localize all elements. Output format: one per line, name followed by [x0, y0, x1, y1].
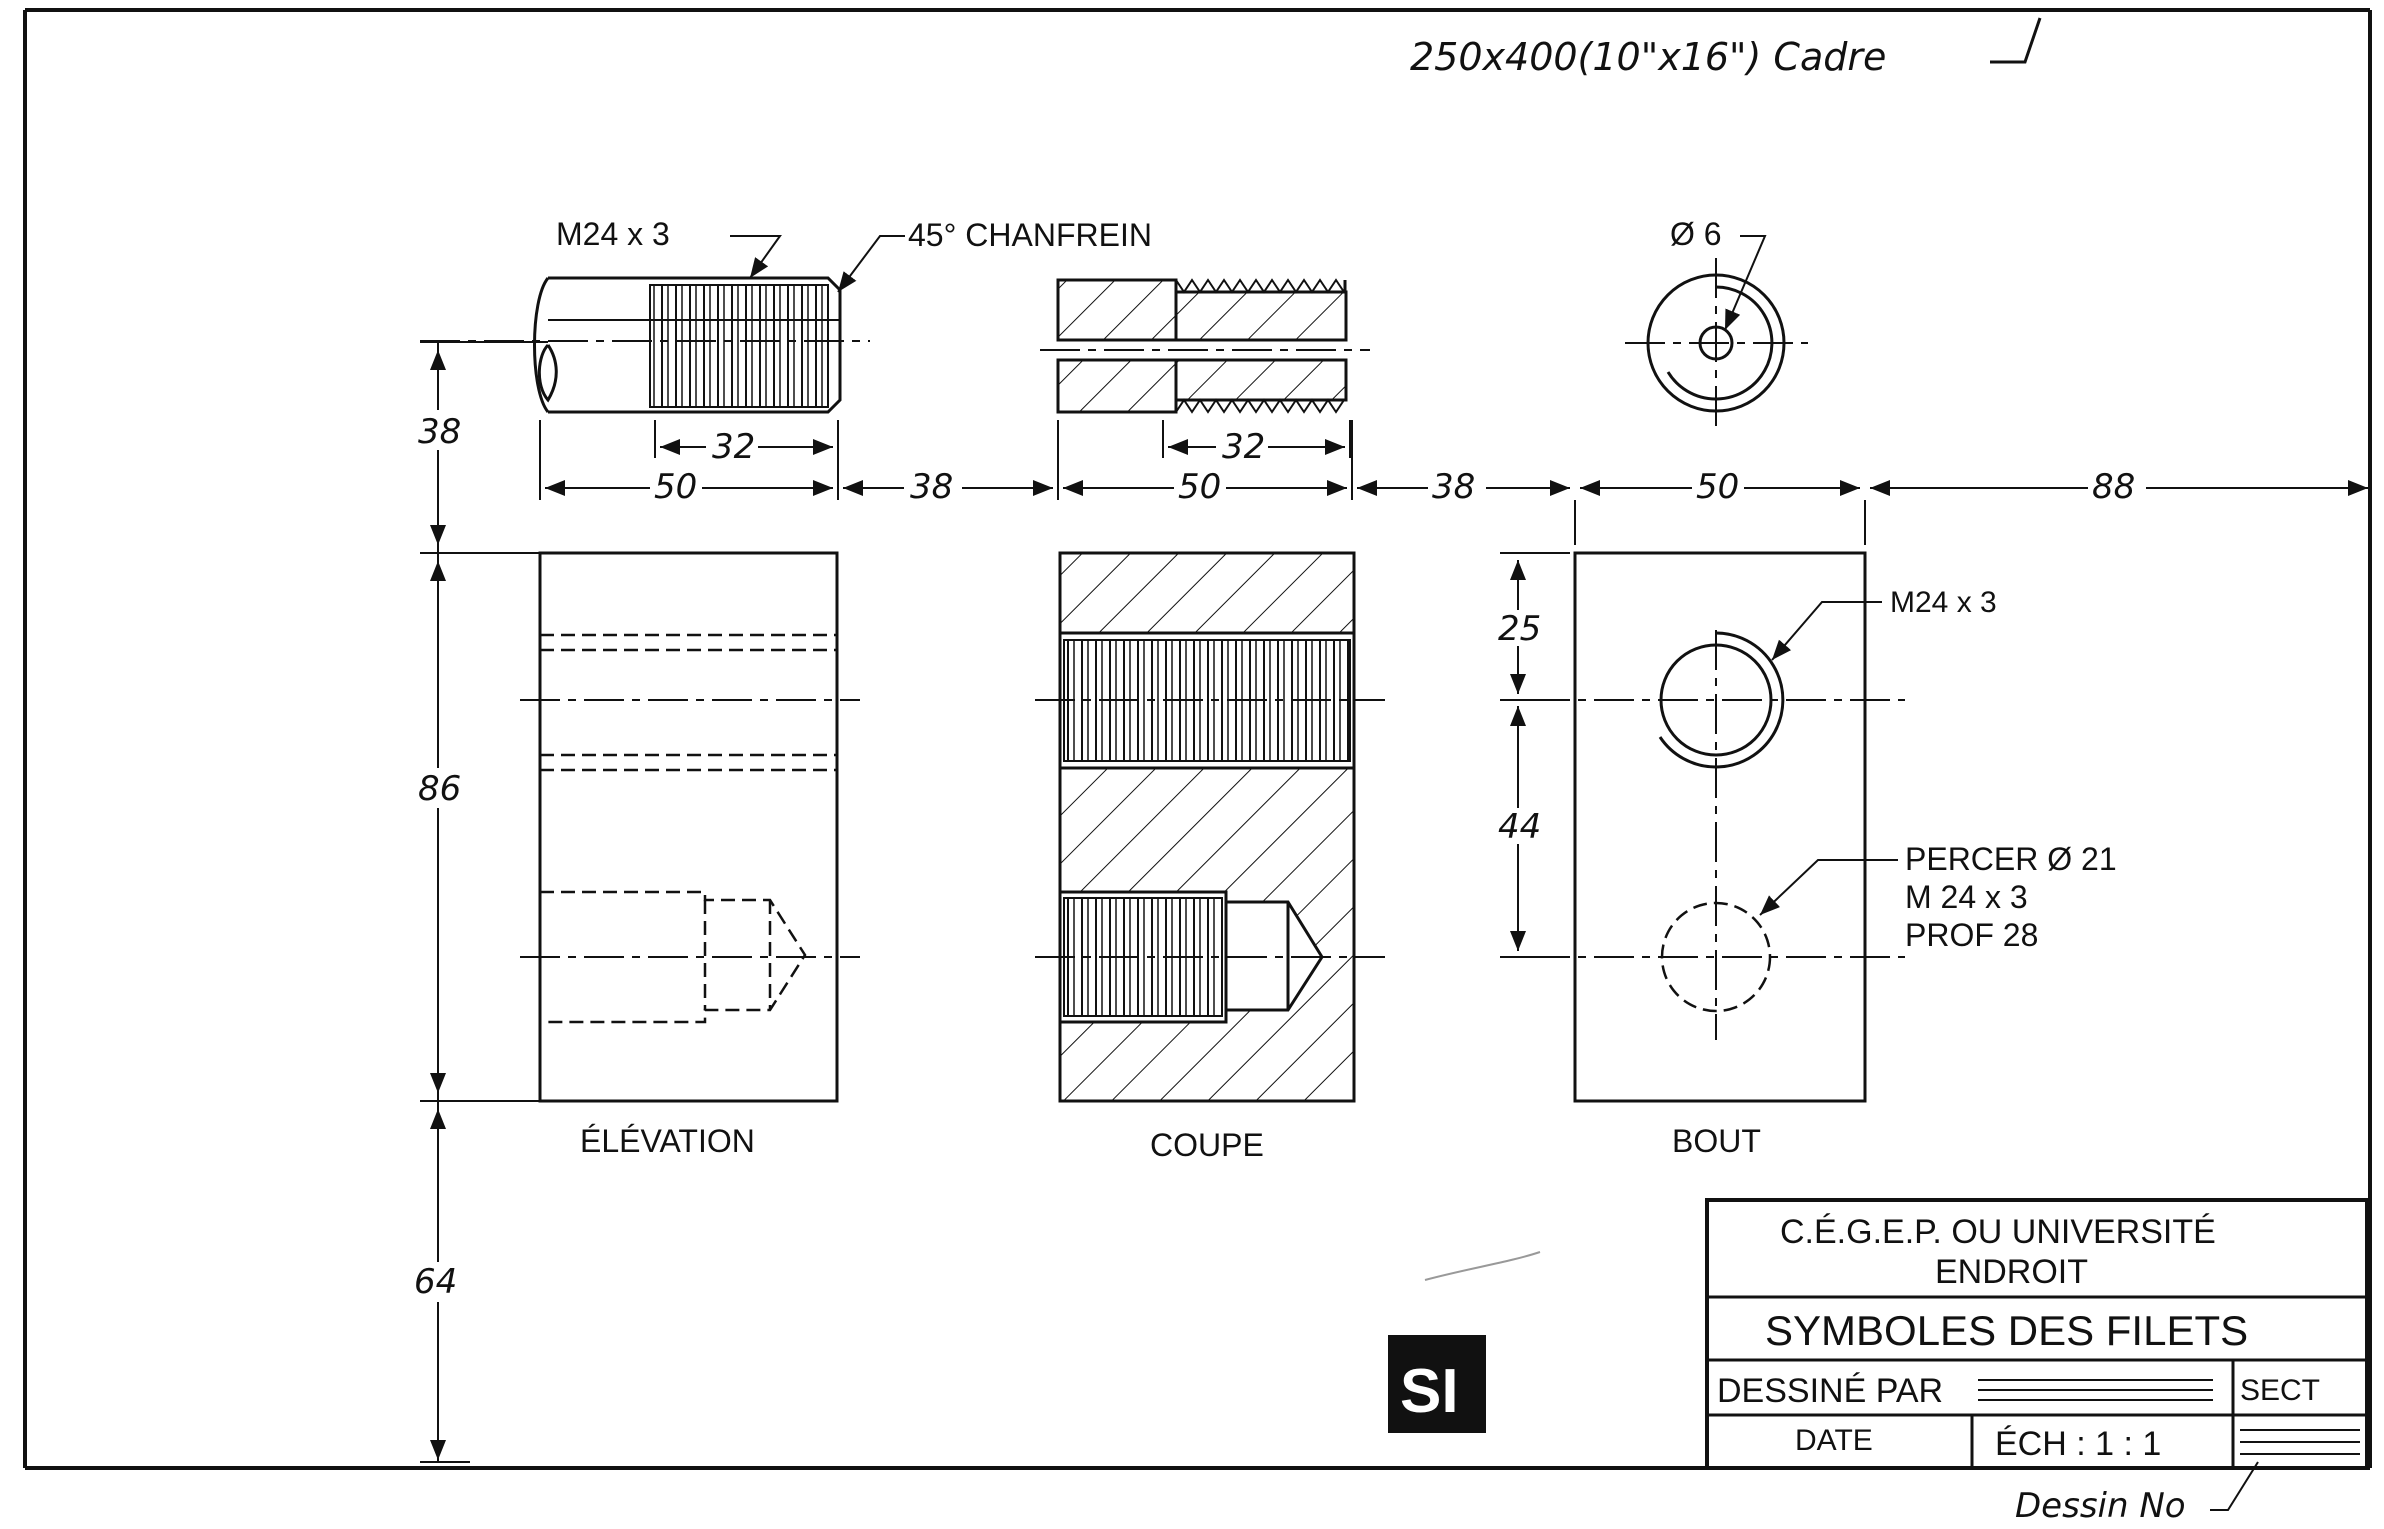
svg-text:32: 32 — [1222, 427, 1265, 467]
svg-text:38: 38 — [418, 412, 461, 452]
svg-text:Dessin No: Dessin No — [2015, 1486, 2186, 1526]
dimension-lines — [420, 341, 2368, 1463]
svg-text:SECT: SECT — [2240, 1374, 2320, 1407]
svg-text:M 24 x 3: M 24 x 3 — [1905, 879, 2028, 915]
end-view: BOUT — [1530, 551, 1905, 1159]
svg-text:DATE: DATE — [1795, 1424, 1873, 1457]
elevation-view: ÉLÉVATION — [520, 551, 860, 1159]
svg-text:C.É.G.E.P. OU UNIVERSITÉ: C.É.G.E.P. OU UNIVERSITÉ — [1780, 1213, 2216, 1251]
svg-text:SI: SI — [1400, 1357, 1459, 1426]
top-end-view — [1625, 258, 1808, 428]
svg-text:50: 50 — [1696, 467, 1739, 507]
svg-text:PROF 28: PROF 28 — [1905, 917, 2038, 953]
svg-text:38: 38 — [910, 467, 953, 507]
dimension-values: 38 86 64 32 32 50 38 50 38 50 88 25 44 — [412, 410, 2146, 1302]
svg-text:SYMBOLES DES FILETS: SYMBOLES DES FILETS — [1765, 1307, 2248, 1354]
callout-thread-end: M24 x 3 — [1771, 586, 1997, 661]
svg-text:COUPE: COUPE — [1150, 1127, 1264, 1163]
svg-text:250x400(10"x16") Cadre: 250x400(10"x16") Cadre — [1410, 35, 1886, 79]
svg-text:25: 25 — [1498, 609, 1541, 649]
stray-mark — [1424, 1251, 1541, 1281]
svg-text:M24 x 3: M24 x 3 — [556, 216, 670, 252]
svg-text:DESSINÉ PAR: DESSINÉ PAR — [1717, 1372, 1943, 1410]
svg-text:88: 88 — [2092, 467, 2135, 507]
callout-diameter: Ø 6 — [1670, 216, 1767, 331]
svg-text:38: 38 — [1432, 467, 1475, 507]
svg-text:64: 64 — [414, 1262, 457, 1302]
svg-text:50: 50 — [1178, 467, 1221, 507]
drawing-border — [23, 8, 2372, 1470]
svg-text:44: 44 — [1498, 807, 1541, 847]
callout-thread-top: M24 x 3 — [556, 216, 782, 279]
svg-text:PERCER Ø 21: PERCER Ø 21 — [1905, 841, 2117, 877]
top-elevation-shaft — [420, 276, 870, 414]
svg-text:86: 86 — [418, 769, 461, 809]
frame-note: 250x400(10"x16") Cadre — [1410, 17, 2042, 79]
svg-text:BOUT: BOUT — [1672, 1123, 1761, 1159]
drawing-number-label: Dessin No — [2015, 1461, 2259, 1526]
svg-text:ÉLÉVATION: ÉLÉVATION — [580, 1123, 755, 1159]
svg-text:ÉCH : 1 : 1: ÉCH : 1 : 1 — [1995, 1425, 2161, 1463]
svg-text:Ø 6: Ø 6 — [1670, 216, 1722, 252]
svg-text:M24 x 3: M24 x 3 — [1890, 586, 1997, 619]
svg-text:45° CHANFREIN: 45° CHANFREIN — [908, 217, 1152, 253]
section-view: COUPE — [1035, 551, 1385, 1163]
svg-text:32: 32 — [712, 427, 755, 467]
svg-text:ENDROIT: ENDROIT — [1935, 1253, 2088, 1291]
svg-text:50: 50 — [654, 467, 697, 507]
callout-drill: PERCER Ø 21 M 24 x 3 PROF 28 — [1759, 841, 2117, 953]
title-block: C.É.G.E.P. OU UNIVERSITÉ ENDROIT SYMBOLE… — [1705, 1198, 2369, 1470]
si-logo: SI — [1388, 1335, 1486, 1433]
callout-chamfer: 45° CHANFREIN — [837, 217, 1152, 293]
top-section-view — [1040, 278, 1370, 414]
